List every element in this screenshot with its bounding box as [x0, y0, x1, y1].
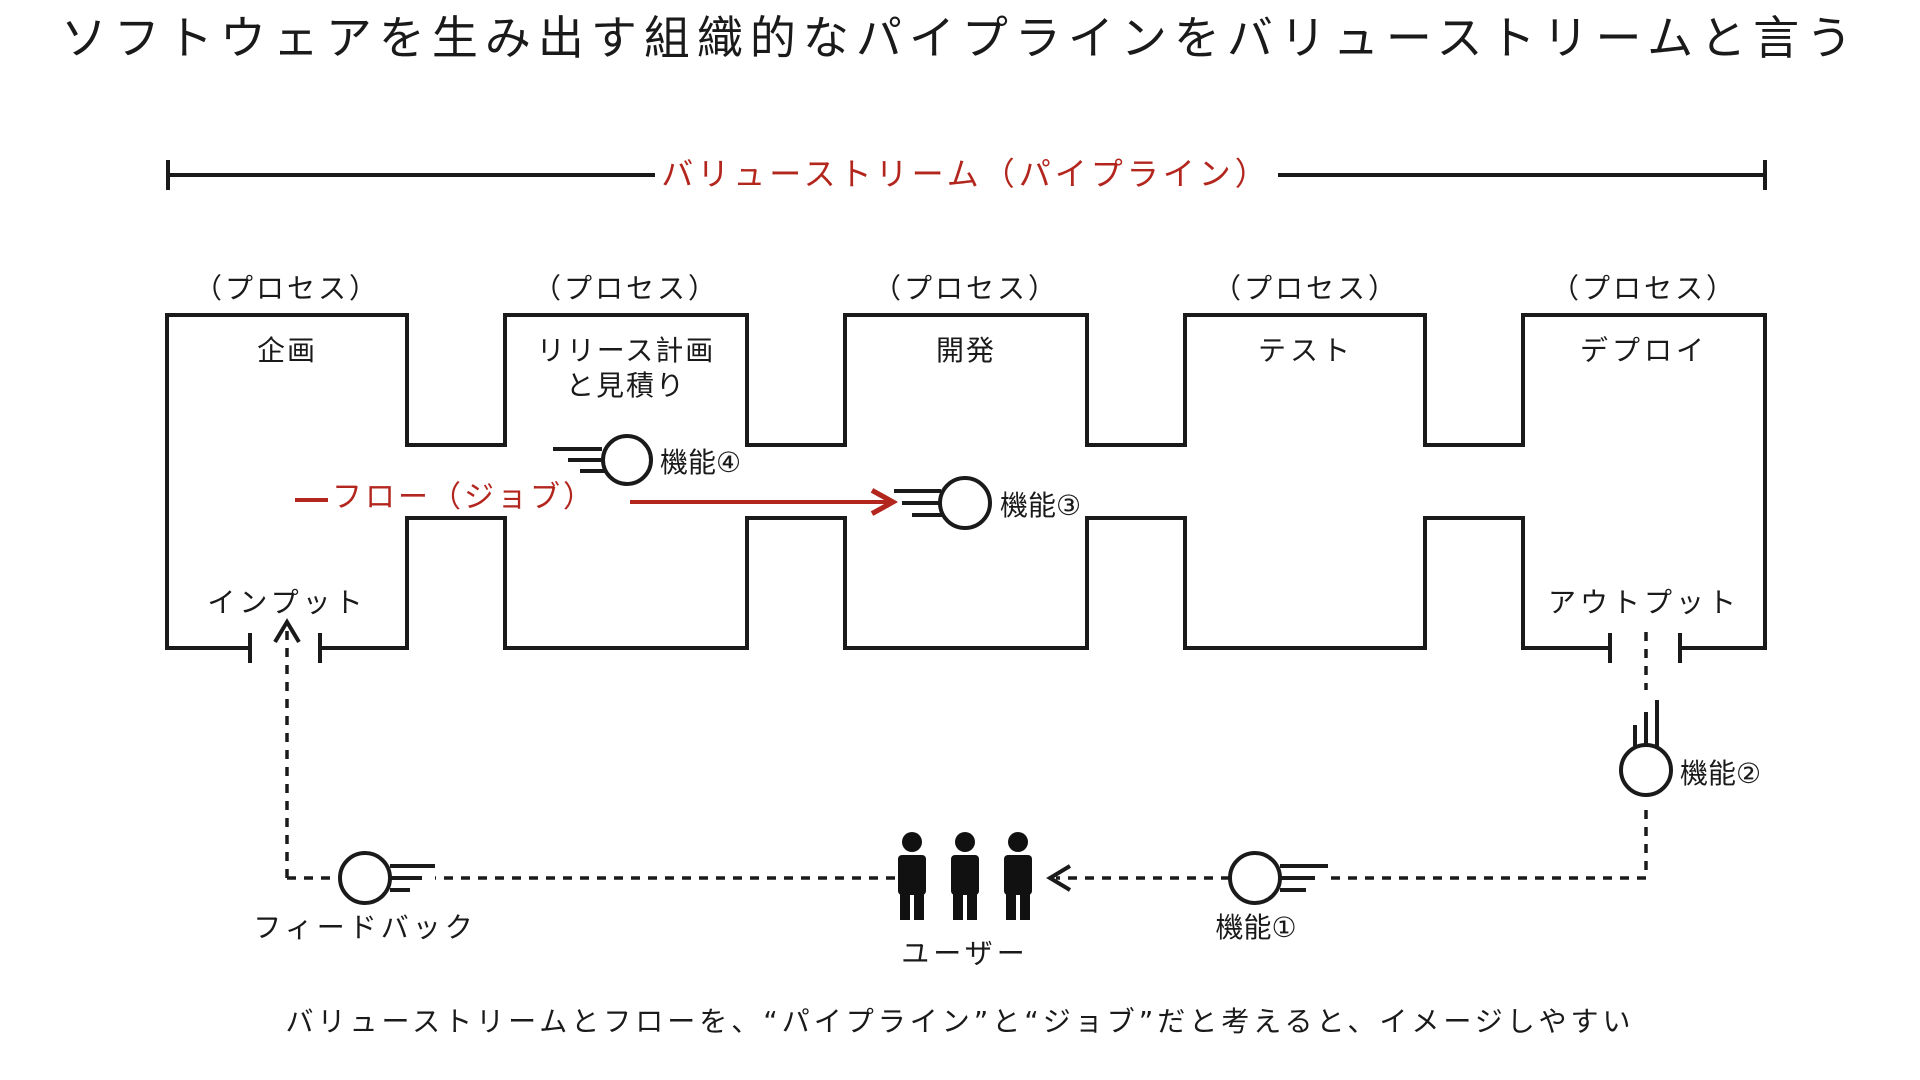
feedback-marker: [338, 851, 435, 905]
process-name-4: テスト: [1258, 334, 1354, 367]
feature-4-label: 機能④: [660, 446, 741, 479]
input-label: インプット: [207, 586, 366, 619]
feature-3-marker: [894, 476, 992, 530]
feature-1-marker: [1228, 851, 1328, 905]
feature-3-label: 機能③: [1000, 489, 1081, 522]
output-gate: [1608, 633, 1682, 663]
process-tag-4: （プロセス）: [1213, 272, 1399, 305]
process-name-1: 企画: [257, 334, 317, 367]
value-stream-span: [166, 160, 1767, 190]
flow-label: フロー（ジョブ）: [332, 480, 596, 515]
input-gate: [248, 633, 322, 663]
feature-2-marker: [1619, 700, 1673, 797]
feature-1-label: 機能①: [1215, 911, 1296, 944]
users-arrowhead: [1046, 864, 1072, 892]
process-tag-1: （プロセス）: [194, 272, 380, 305]
process-tag-5: （プロセス）: [1551, 272, 1737, 305]
process-name-5: デプロイ: [1580, 334, 1708, 367]
process-tag-3: （プロセス）: [873, 272, 1059, 305]
page-title: ソフトウェアを生み出す組織的なパイプラインをバリューストリームと言う: [60, 11, 1860, 65]
process-name-3: 開発: [936, 334, 996, 367]
pipeline-outline-bottom: [320, 516, 1610, 650]
feedback-label: フィードバック: [253, 911, 476, 944]
value-stream-label: バリューストリーム（パイプライン）: [661, 155, 1270, 193]
process-name-2a: リリース計画: [537, 334, 716, 367]
input-arrowhead: [273, 618, 301, 644]
process-tag-2: （プロセス）: [533, 272, 719, 305]
feedback-loop: [285, 625, 1648, 880]
users-label: ユーザー: [901, 937, 1028, 970]
users-icon: [898, 832, 1032, 920]
process-name-2b: と見積り: [566, 369, 686, 402]
pipeline-outline: [165, 313, 1767, 650]
feature-4-marker: [553, 434, 653, 486]
feature-2-label: 機能②: [1680, 757, 1761, 790]
output-label: アウトプット: [1548, 586, 1740, 619]
caption: バリューストリームとフローを、“パイプライン”と“ジョブ”だと考えると、イメージ…: [285, 1005, 1635, 1038]
